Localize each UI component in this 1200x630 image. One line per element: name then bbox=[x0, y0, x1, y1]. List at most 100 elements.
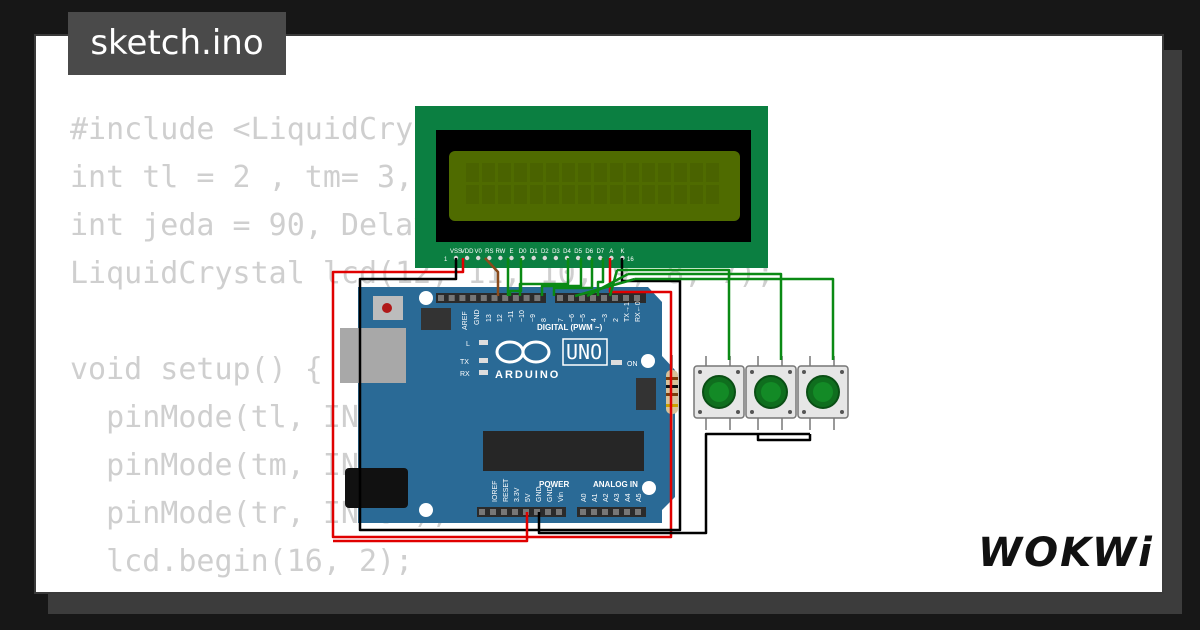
lcd-pin[interactable] bbox=[487, 255, 492, 261]
lcd-pin[interactable] bbox=[542, 255, 547, 261]
lcd-pin[interactable] bbox=[531, 255, 536, 261]
lcd-cell bbox=[562, 185, 575, 204]
digital-pin-label: 8 bbox=[541, 318, 548, 322]
lcd-cell bbox=[674, 185, 687, 204]
lcd-cell bbox=[530, 185, 543, 204]
digital-pin-label: ~3 bbox=[602, 314, 609, 322]
lcd-cell bbox=[466, 163, 479, 182]
lcd-pin[interactable] bbox=[464, 255, 470, 261]
lcd-cell bbox=[610, 163, 623, 182]
lcd-pin[interactable] bbox=[509, 255, 514, 261]
lcd-pin[interactable] bbox=[598, 255, 603, 261]
lcd-pin[interactable] bbox=[587, 255, 592, 261]
file-tab[interactable]: sketch.ino bbox=[68, 12, 286, 75]
analog-pin-label: A0 bbox=[581, 493, 588, 502]
push-button-3[interactable] bbox=[797, 356, 849, 430]
lcd-cell bbox=[546, 163, 559, 182]
lcd-pin-label: D3 bbox=[552, 249, 560, 255]
lcd-pin-label: E bbox=[509, 249, 513, 255]
lcd-pin[interactable] bbox=[575, 255, 581, 261]
black-wire-k bbox=[539, 258, 682, 532]
lcd-cell bbox=[626, 163, 639, 182]
power-pin-label: GND bbox=[547, 486, 554, 502]
lcd-pin-label: D6 bbox=[585, 249, 593, 255]
digital-label: DIGITAL (PWM ~) bbox=[537, 323, 603, 332]
lcd-cell bbox=[482, 163, 495, 182]
lcd-pin[interactable] bbox=[553, 255, 559, 261]
lcd-cell bbox=[706, 185, 719, 204]
black-wire-vss bbox=[358, 258, 539, 532]
power-pin-label: Vin bbox=[558, 492, 565, 502]
power-pin-label: IOREF bbox=[492, 481, 499, 502]
arduino-brand: ARDUINO bbox=[495, 369, 560, 381]
lcd-cell bbox=[562, 163, 575, 182]
red-wire-a bbox=[608, 258, 673, 358]
green-wire-btn2 bbox=[628, 272, 783, 360]
lcd-cell bbox=[466, 185, 479, 204]
lcd-pin-label: V0 bbox=[475, 249, 483, 255]
lcd-pin-label: D5 bbox=[574, 249, 582, 255]
lcd-pin-label: VDD bbox=[461, 249, 474, 255]
aref-label: AREF bbox=[462, 311, 469, 330]
lcd-cell bbox=[706, 163, 719, 182]
analog-pin-label: A2 bbox=[603, 493, 610, 502]
green-wire-d4 bbox=[518, 258, 570, 296]
digital-pin-label: 4 bbox=[591, 318, 598, 322]
lcd-cell bbox=[642, 185, 655, 204]
lcd-pin-last: 16 bbox=[627, 257, 634, 263]
lcd-cell bbox=[482, 185, 495, 204]
lcd-cell bbox=[546, 185, 559, 204]
lcd-pin-label: D1 bbox=[530, 249, 538, 255]
analog-pin-label: A1 bbox=[592, 493, 599, 502]
digital-pin-label: TX→1 bbox=[624, 302, 631, 322]
green-wire-btn1 bbox=[617, 268, 731, 360]
lcd-pin-label: A bbox=[609, 249, 613, 255]
lcd-pin-label: D4 bbox=[563, 249, 571, 255]
lcd-pin-label: RS bbox=[485, 249, 493, 255]
power-pin-label: 5V bbox=[525, 493, 532, 502]
on-label: ON bbox=[627, 361, 638, 368]
lcd-pin-label: VSS bbox=[450, 249, 462, 255]
lcd-cell bbox=[578, 185, 591, 204]
l-label: L bbox=[466, 341, 470, 348]
lcd-cell bbox=[690, 163, 703, 182]
lcd-pin-first: 1 bbox=[444, 257, 448, 263]
lcd-pin-label: D0 bbox=[519, 249, 527, 255]
red-wire-vdd bbox=[331, 258, 673, 539]
lcd-cell bbox=[498, 185, 511, 204]
wokwi-logo: WOKWi bbox=[978, 530, 1154, 576]
lcd-cell bbox=[578, 163, 591, 182]
black-wire-gnd bbox=[537, 432, 810, 535]
red-wire-5v bbox=[333, 512, 529, 543]
push-button-1[interactable] bbox=[693, 356, 745, 430]
atmega-chip bbox=[483, 431, 644, 471]
power-label: POWER bbox=[539, 480, 569, 489]
lcd-pin-label: K bbox=[620, 249, 624, 255]
lcd-cell bbox=[594, 185, 607, 204]
tx-label: TX bbox=[460, 359, 469, 366]
lcd-pin[interactable] bbox=[498, 255, 503, 261]
green-wire-d6 bbox=[552, 258, 594, 296]
lcd-cell bbox=[674, 163, 687, 182]
lcd-cell bbox=[514, 163, 527, 182]
wires bbox=[331, 257, 835, 543]
digital-pin-label: RX←0 bbox=[635, 301, 642, 322]
usb-port bbox=[340, 328, 406, 383]
lcd-pin[interactable] bbox=[476, 255, 481, 261]
analog-pin-label: A5 bbox=[636, 493, 643, 502]
push-button-2[interactable] bbox=[745, 356, 797, 430]
arduino-logo-icon bbox=[495, 340, 551, 364]
lcd-cell bbox=[658, 163, 671, 182]
lcd-cell bbox=[498, 163, 511, 182]
green-wire-btn3 bbox=[635, 277, 835, 360]
digital-pin-label: 2 bbox=[613, 318, 620, 322]
green-wire-d5 bbox=[540, 258, 583, 296]
lcd-pin-label: D7 bbox=[596, 249, 604, 255]
digital-pin-label: ~6 bbox=[569, 314, 576, 322]
code-line: void setup() { bbox=[70, 352, 323, 387]
lcd-pin-label: RW bbox=[495, 249, 505, 255]
lcd-cell bbox=[690, 185, 703, 204]
